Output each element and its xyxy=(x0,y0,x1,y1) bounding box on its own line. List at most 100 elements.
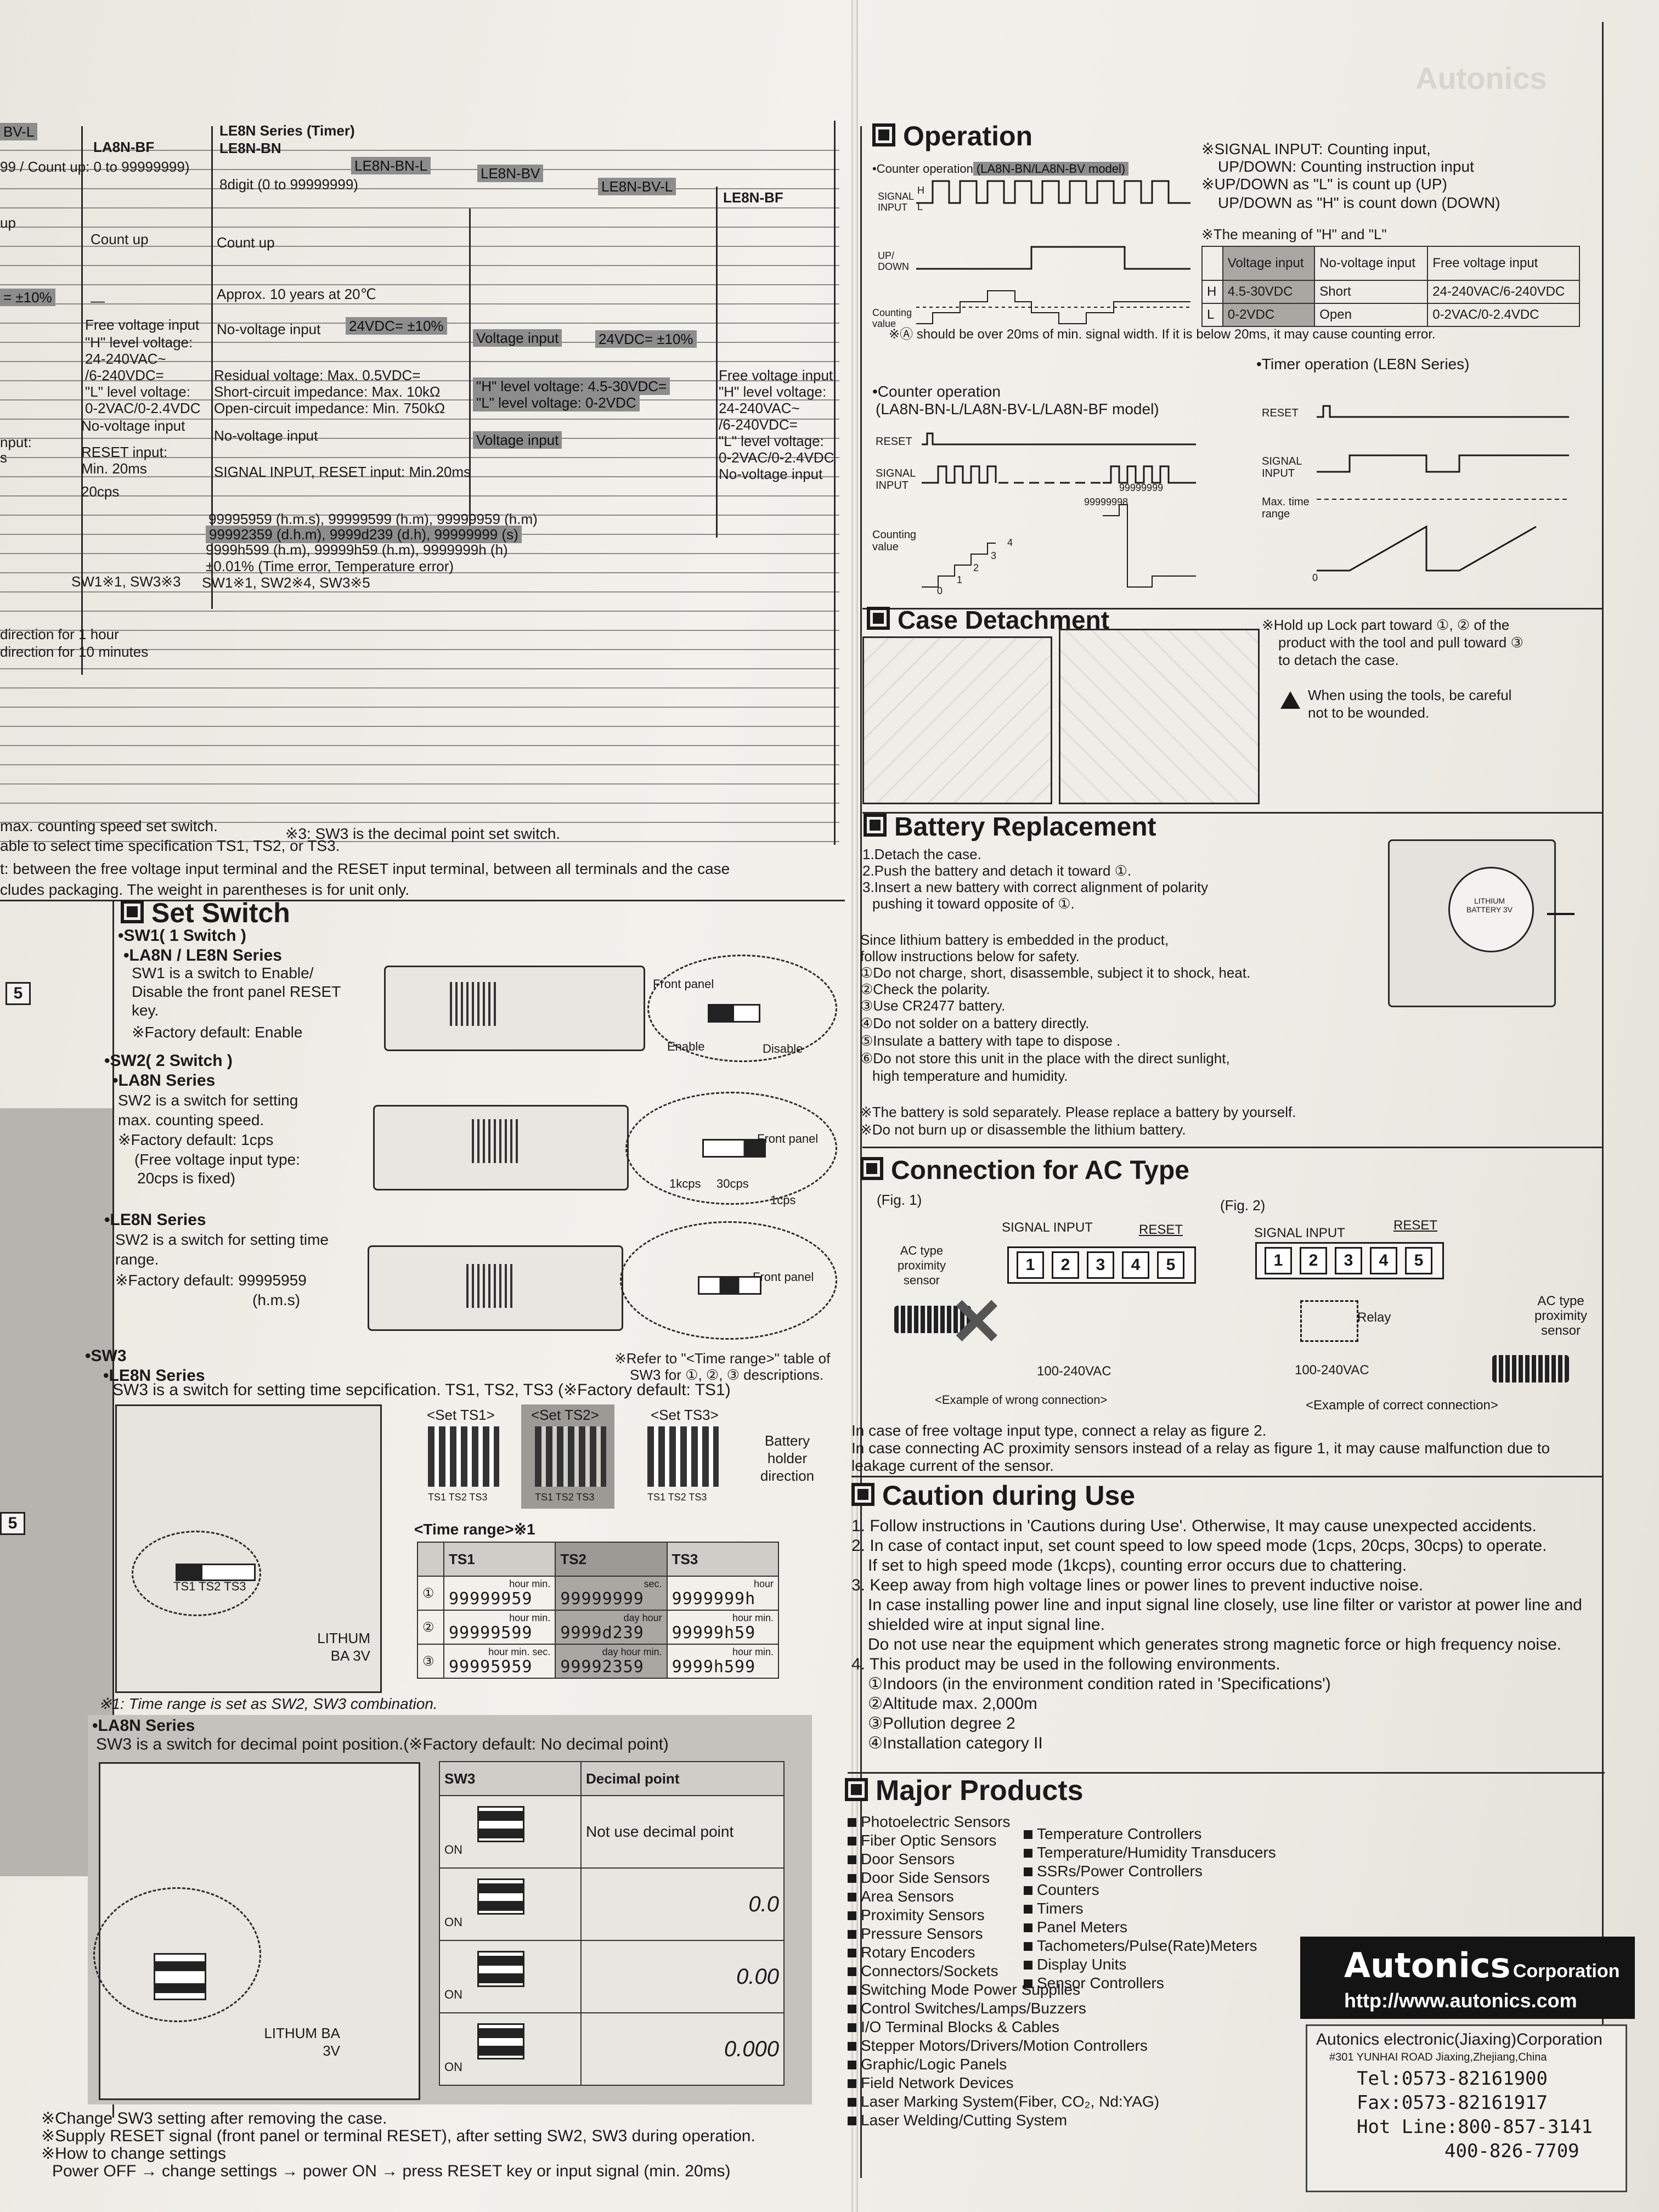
battery-rule-3: ④Do not solder on a battery directly. xyxy=(860,1015,1090,1031)
sw2-desc-3: (Free voltage input type: xyxy=(134,1151,300,1168)
l-level-b: "L" level voltage: xyxy=(719,433,824,449)
direction-1: direction for 1 hour xyxy=(0,626,119,642)
battery-holder-direction: Battery holder direction xyxy=(760,1432,815,1484)
sw1-desc-3: ※Factory default: Enable xyxy=(132,1024,303,1041)
company-banner: Autonics Corporation http://www.autonics… xyxy=(1300,1937,1635,2019)
ts-labels-2: TS1 TS2 TS3 xyxy=(535,1492,595,1503)
case-warn-1: When using the tools, be careful xyxy=(1308,687,1512,703)
h-level-volt: "H" level voltage: 4.5-30VDC= xyxy=(473,377,670,395)
list-item: Pressure Sensors xyxy=(848,1925,1159,1943)
case-note-3: to detach the case. xyxy=(1278,652,1399,668)
caution-list: 1. Follow instructions in 'Cautions duri… xyxy=(851,1517,1582,1752)
sw2-desc-1: max. counting speed. xyxy=(118,1111,264,1128)
set-ts3: <Set TS3> xyxy=(651,1407,719,1423)
h-level-a: "H" level voltage: xyxy=(85,334,193,351)
battery-note-2: ※Do not burn up or disassemble the lithi… xyxy=(860,1121,1186,1138)
reset-timer: RESET xyxy=(1262,407,1299,419)
list-item: Connectors/Sockets xyxy=(848,1962,1159,1980)
list-item: Door Sensors xyxy=(848,1850,1159,1869)
spec-note-2: able to select time specification TS1, T… xyxy=(0,837,340,854)
input-label2: s xyxy=(0,449,7,466)
dp-head-sw3: SW3 xyxy=(439,1761,582,1796)
row-volt-dash: — xyxy=(91,292,105,309)
row-mode-right: Count up xyxy=(217,234,275,251)
signal-reset: SIGNAL INPUT, RESET input: Min.20ms xyxy=(214,464,471,480)
ac-voltage-1: 100-240VAC xyxy=(1037,1364,1111,1379)
tr-head-ts2: TS2 xyxy=(555,1542,668,1577)
device-drawing-sw1 xyxy=(384,966,645,1051)
sw-right: SW1※1, SW2※4, SW3※5 xyxy=(202,574,370,591)
sw-left: SW1※1, SW3※3 xyxy=(71,573,181,590)
list-item: Display Units xyxy=(1024,1955,1276,1974)
short-circuit: Short-circuit impedance: Max. 10kΩ xyxy=(214,383,441,400)
dp-on-label: ON xyxy=(444,1915,462,1929)
company-name: Autonics electronic(Jiaxing)Corporation xyxy=(1316,2030,1602,2049)
hdr-le8n-series: LE8N Series (Timer) xyxy=(219,122,355,139)
caution-title: Caution during Use xyxy=(851,1479,1135,1512)
two-2: 2 xyxy=(973,562,979,573)
range-3: 9999h599 (h.m), 99999h59 (h.m), 9999999h… xyxy=(206,541,508,558)
h-level-range-b: 24-240VAC~ xyxy=(719,400,800,416)
list-item: Area Sensors xyxy=(848,1887,1159,1906)
row-digit-left: 99 / Count up: 0 to 99999999) xyxy=(0,159,190,175)
sensor-icon-2 xyxy=(1492,1355,1569,1383)
l-level-range-a: 0-2VAC/0-2.4VDC xyxy=(85,400,201,416)
meaning-head-2: Free voltage input xyxy=(1427,246,1580,281)
list-item: Field Network Devices xyxy=(848,2074,1159,2092)
list-item: Proximity Sensors xyxy=(848,1906,1159,1925)
sensor-icon-1 xyxy=(894,1306,971,1333)
voltage-input-a: Voltage input xyxy=(473,329,562,347)
lbl-updown-1: UP/ DOWN xyxy=(878,250,909,272)
zoom-sw2 xyxy=(625,1092,837,1205)
sw2-title: •SW2( 2 Switch ) xyxy=(104,1052,233,1070)
sw1-desc-0: SW1 is a switch to Enable/ xyxy=(132,964,314,981)
zero-timer: 0 xyxy=(1312,572,1318,583)
case-photo-1 xyxy=(862,636,1052,804)
no-voltage-input-c: No-voltage input xyxy=(214,427,318,444)
label-30cps: 30cps xyxy=(716,1177,749,1190)
reset-input: RESET input: xyxy=(81,444,168,460)
company-corp: Corporation xyxy=(1513,1961,1620,1982)
ac-fig1: (Fig. 1) xyxy=(877,1192,922,1208)
range-1: 99995959 (h.m.s), 99999599 (h.m), 999999… xyxy=(208,511,538,527)
refer-note-2: SW3 for ①, ②, ③ descriptions. xyxy=(630,1367,824,1383)
counter-timing-diagram-2 xyxy=(922,432,1196,588)
timer-op: •Timer operation (LE8N Series) xyxy=(1256,356,1470,373)
left-edge-five-b: 5 xyxy=(0,1512,25,1535)
signal-input-timer: SIGNAL INPUT xyxy=(1262,455,1302,479)
v99999999: 99999999 xyxy=(1119,482,1164,493)
l-level-range-b: 0-2VAC/0-2.4VDC xyxy=(719,449,834,466)
ac-title: Connection for AC Type xyxy=(860,1154,1189,1187)
battery-note-1: ※The battery is sold separately. Please … xyxy=(860,1104,1296,1120)
list-item: Laser Welding/Cutting System xyxy=(848,2111,1159,2130)
company-address: #301 YUNHAI ROAD Jiaxing,Zhejiang,China xyxy=(1329,2051,1547,2063)
time-range-note: ※1: Time range is set as SW2, SW3 combin… xyxy=(99,1695,438,1712)
tr-head-ts3: TS3 xyxy=(666,1542,780,1577)
ac-note-3: leakage current of the sensor. xyxy=(851,1457,1054,1474)
la8n-series-title: •LA8N Series xyxy=(92,1717,195,1735)
ac-reset-2: RESET xyxy=(1393,1218,1438,1233)
list-item: I/O Terminal Blocks & Cables xyxy=(848,2018,1159,2036)
free-voltage-input-a: Free voltage input xyxy=(85,317,200,333)
no-voltage-input-b: No-voltage input xyxy=(81,417,185,434)
signal-input-2: SIGNAL INPUT xyxy=(876,467,916,492)
products-title: Major Products xyxy=(845,1774,1084,1807)
list-item: Sensor Controllers xyxy=(1024,1974,1276,1993)
company-url: http://www.autonics.com xyxy=(1344,1989,1577,2012)
spec-note-4: cludes packaging. The weight in parenthe… xyxy=(0,881,410,898)
time-error: ±0.01% (Time error, Temperature error) xyxy=(206,558,454,574)
l-level-a: "L" level voltage: xyxy=(85,383,190,400)
dp-row-0: Not use decimal point xyxy=(580,1795,785,1869)
company-hotline: Hot Line:800-857-3141 xyxy=(1357,2116,1593,2138)
width-note: ※Ⓐ should be over 20ms of min. signal wi… xyxy=(889,327,1436,342)
open-circuit: Open-circuit impedance: Min. 750kΩ xyxy=(214,400,445,416)
sw3-ts-labels: TS1 TS2 TS3 xyxy=(173,1579,246,1593)
reset-1: RESET xyxy=(876,436,912,448)
sw2-desc-0: SW2 is a switch for setting xyxy=(118,1092,298,1109)
ac-note-2: In case connecting AC proximity sensors … xyxy=(851,1440,1550,1457)
